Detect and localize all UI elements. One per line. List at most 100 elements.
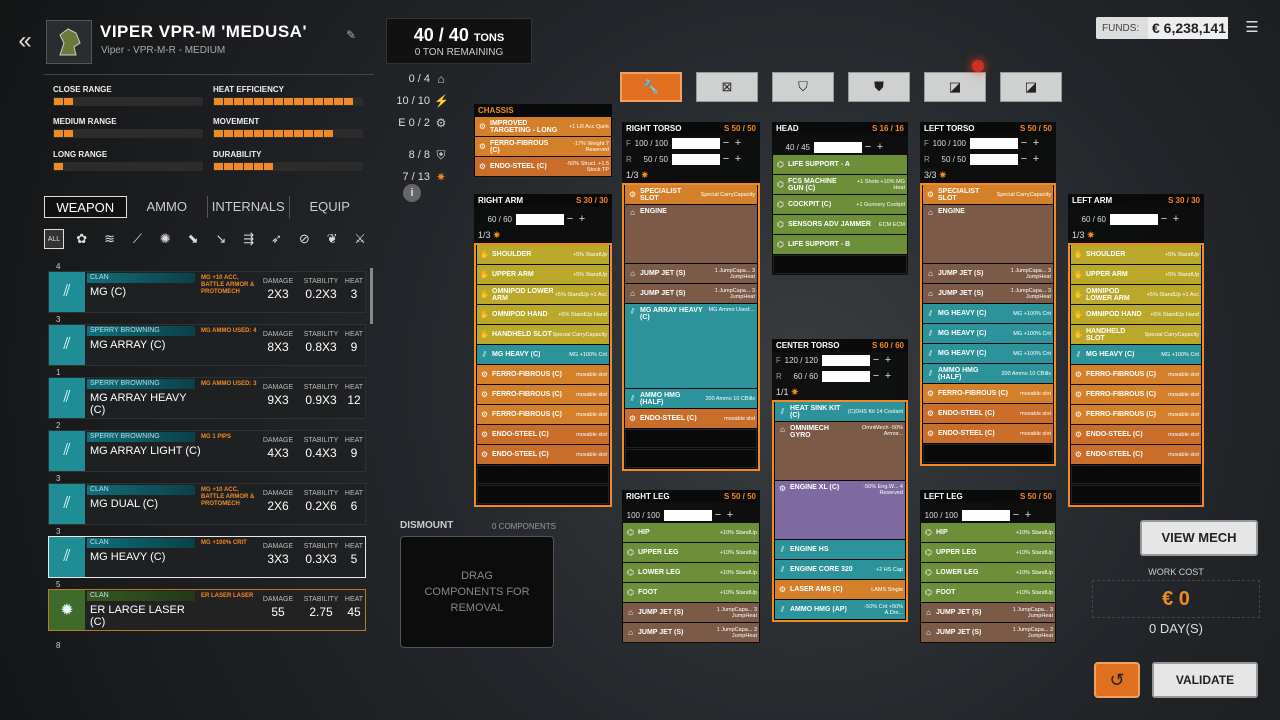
armor-input[interactable] (814, 141, 862, 153)
slot-item[interactable]: ⌬FOOT+10% StandUp (623, 583, 759, 602)
slot-item[interactable]: ⚙FERRO-FIBROUS (C)-17% Weight 7 Reserved (475, 137, 611, 156)
filter-laser-icon[interactable]: ⟋ (132, 231, 142, 246)
slot-item[interactable]: ⌂JUMP JET (S)1 JumpCapa... 3 JumpHeat (625, 284, 757, 303)
armor-input[interactable] (672, 137, 720, 149)
armor-input[interactable] (970, 137, 1018, 149)
tab-internals[interactable]: INTERNALS (208, 196, 290, 218)
tab-ammo[interactable]: AMMO (127, 196, 208, 218)
slot-item[interactable]: ⌂JUMP JET (S)1 JumpCapa... 3 JumpHeat (923, 284, 1053, 303)
slot-item[interactable]: ⌂JUMP JET (S)1 JumpCapa... 3 JumpHeat (625, 264, 757, 283)
armor-input[interactable] (672, 153, 720, 165)
armor-input[interactable] (516, 213, 564, 225)
filter-melee-icon[interactable]: ⚔ (354, 231, 366, 246)
slot-item[interactable]: ✋SHOULDER+5% StandUp (1071, 245, 1201, 264)
slot-item[interactable]: ✋SHOULDER+5% StandUp (477, 245, 609, 264)
slot-item[interactable]: ⌬LIFE SUPPORT - B (773, 235, 907, 254)
slot-item[interactable]: ⚙FERRO-FIBROUS (C)movable slot (1071, 385, 1201, 404)
shield-icon[interactable]: ⛊ (848, 72, 910, 102)
empty-slot[interactable] (1071, 465, 1201, 484)
slot-item[interactable]: ⚙FERRO-FIBROUS (C)movable slot (923, 384, 1053, 403)
slot-item[interactable]: ⚙ENGINE XL (C)-50% Eng.W... 4 Reserved (775, 481, 905, 539)
filter-flamer-icon[interactable]: ✺ (159, 231, 171, 246)
slot-item[interactable]: ⫽HEAT SINK KIT (C)(C)DHS Kit 14 Coolant (775, 402, 905, 421)
slot-item[interactable]: ✋OMNIPOD HAND+5% StandUp Hand (477, 305, 609, 324)
armor-input[interactable] (822, 354, 870, 366)
slot-item[interactable]: ⌬LOWER LEG+10% StandUp (921, 563, 1055, 582)
slot-item[interactable]: ⌂JUMP JET (S)1 JumpCapa... 3 JumpHeat (623, 603, 759, 622)
weapon-list-scrollbar[interactable] (370, 268, 373, 324)
filter-ppc-icon[interactable]: ⇶ (243, 231, 255, 246)
empty-slot[interactable] (923, 444, 1053, 463)
plus-icon[interactable]: + (1024, 509, 1032, 521)
slot-item[interactable]: ⌂ENGINE (923, 205, 1053, 263)
slot-item[interactable]: ⌂JUMP JET (S)1 JumpCapa... 3 JumpHeat (921, 623, 1055, 642)
minus-icon[interactable]: − (864, 141, 872, 153)
plus-icon[interactable]: + (1172, 213, 1180, 225)
slot-item[interactable]: ⫽MG HEAVY (C)MG +100% Crit (477, 345, 609, 364)
filter-wings-icon[interactable]: ❦ (326, 231, 338, 246)
slot-item[interactable]: ⚙ENDO-STEEL (C)movable slot (923, 404, 1053, 423)
empty-slot[interactable] (773, 255, 907, 274)
plus-icon[interactable]: + (876, 141, 884, 153)
slot-item[interactable]: ⌬HIP+10% StandUp (921, 523, 1055, 542)
slash-box-icon-2[interactable]: ◪ (1000, 72, 1062, 102)
slot-item[interactable]: ⌬UPPER LEG+10% StandUp (921, 543, 1055, 562)
plus-icon[interactable]: + (884, 370, 892, 382)
slot-item[interactable]: ✋OMNIPOD HAND+5% StandUp Hand (1071, 305, 1201, 324)
filter-rocket-icon[interactable]: ➶ (271, 231, 282, 246)
minus-icon[interactable]: − (722, 137, 730, 149)
empty-slot[interactable] (625, 429, 757, 448)
slot-item[interactable]: ⚙FERRO-FIBROUS (C)movable slot (477, 365, 609, 384)
slot-item[interactable]: ⫽AMMO HMG (HALF)200 Ammo 10 CBills (923, 364, 1053, 383)
minus-icon[interactable]: − (722, 153, 730, 165)
slot-item[interactable]: ⚙ENDO-STEEL (C)movable slot (477, 445, 609, 464)
slot-item[interactable]: ⌂JUMP JET (S)1 JumpCapa... 3 JumpHeat (921, 603, 1055, 622)
shield-x-icon[interactable]: ⛉ (772, 72, 834, 102)
slot-item[interactable]: ✋UPPER ARM+5% StandUp (477, 265, 609, 284)
slot-item[interactable]: ⚙FERRO-FIBROUS (C)movable slot (477, 385, 609, 404)
minus-icon[interactable]: − (1020, 137, 1028, 149)
empty-slot[interactable] (477, 485, 609, 504)
slot-item[interactable]: ⌂JUMP JET (S)1 JumpCapa... 3 JumpHeat (623, 623, 759, 642)
undo-icon[interactable]: ↺ (1094, 662, 1140, 698)
slot-item[interactable]: ⫽MG HEAVY (C)MG +100% Crit (923, 324, 1053, 343)
tab-equip[interactable]: EQUIP (309, 199, 350, 214)
slot-item[interactable]: ⚙ENDO-STEEL (C)movable slot (1071, 445, 1201, 464)
slot-item[interactable]: ⌬FOOT+10% StandUp (921, 583, 1055, 602)
plus-icon[interactable]: + (726, 509, 734, 521)
plus-icon[interactable]: + (734, 153, 742, 165)
slot-item[interactable]: ⌬HIP+10% StandUp (623, 523, 759, 542)
view-mech-button[interactable]: VIEW MECH (1140, 520, 1258, 556)
hamburger-icon[interactable]: ☰ (1245, 19, 1259, 36)
slot-item[interactable]: ⫽AMMO HMG (AP)-50% Crit +50% A.Dm... (775, 600, 905, 619)
slot-item[interactable]: ⚙ENDO-STEEL (C)movable slot (625, 409, 757, 428)
slash-box-icon[interactable]: ◪ (924, 72, 986, 102)
minus-icon[interactable]: − (566, 213, 574, 225)
pencil-icon[interactable]: ✎ (346, 28, 357, 42)
slot-item[interactable]: ⚙LASER AMS (C)LAMS Single (775, 580, 905, 599)
slot-item[interactable]: ⫽ENGINE CORE 320+2 HS Cap (775, 560, 905, 579)
slot-item[interactable]: ⚙ENDO-STEEL (C)movable slot (1071, 425, 1201, 444)
plus-icon[interactable]: + (578, 213, 586, 225)
slot-item[interactable]: ⌬FCS MACHINE GUN (C)+1 Shots +10% MG Hea… (773, 175, 907, 194)
slot-item[interactable]: ⫽MG HEAVY (C)MG +100% Crit (923, 344, 1053, 363)
slot-item[interactable]: ⌂ENGINE (625, 205, 757, 263)
back-button[interactable]: « (18, 27, 32, 54)
slot-item[interactable]: ⫽MG HEAVY (C)MG +100% Crit (923, 304, 1053, 323)
armor-input[interactable] (1110, 213, 1158, 225)
slot-item[interactable]: ⌬COCKPIT (C)+1 Gunnery Cockpit (773, 195, 907, 214)
armor-input[interactable] (822, 370, 870, 382)
info-icon[interactable]: i (403, 184, 421, 202)
armor-input[interactable] (970, 153, 1018, 165)
slot-item[interactable]: ⫽MG ARRAY HEAVY (C)MG Ammo Used:... (625, 304, 757, 388)
slot-item[interactable]: ✋UPPER ARM+5% StandUp (1071, 265, 1201, 284)
